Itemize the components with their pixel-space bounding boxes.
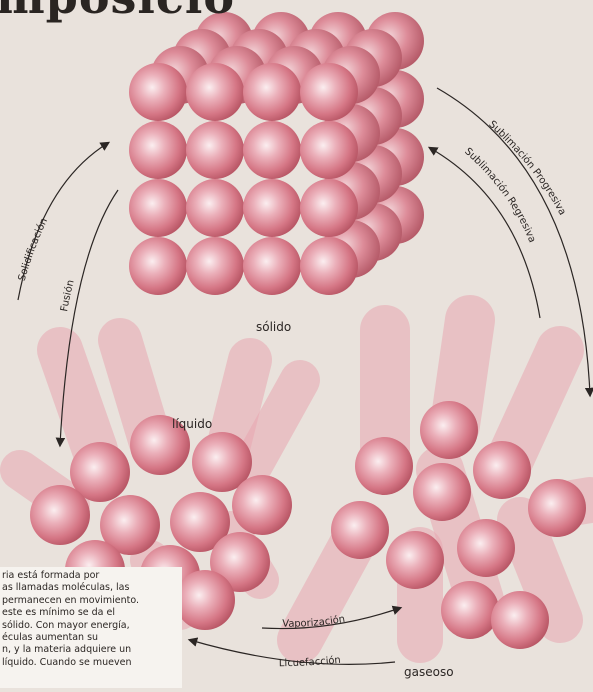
label-sublimation-progressive: Sublimación Progresiva — [486, 119, 567, 217]
paragraph-line: éculas aumentan su — [2, 632, 182, 644]
gas-molecule — [457, 519, 515, 577]
gas-molecule — [441, 581, 499, 639]
arrow-solidification — [18, 143, 108, 300]
page-heading: mposicio — [0, 0, 235, 24]
solid-molecule — [186, 63, 244, 121]
description-paragraph: ria está formada por as llamadas molécul… — [0, 567, 182, 688]
solid-molecule — [300, 63, 358, 121]
solid-molecule — [129, 179, 187, 237]
solid-lattice — [129, 12, 424, 295]
liquid-molecule — [232, 475, 292, 535]
solid-molecule — [186, 237, 244, 295]
paragraph-line: líquido. Cuando se mueven — [2, 657, 182, 669]
label-solidification: Solidificación — [17, 216, 50, 282]
paragraph-line: sólido. Con mayor energía, — [2, 620, 182, 632]
liquid-motion-trail — [60, 350, 95, 450]
gas-molecule — [473, 441, 531, 499]
gas-molecule — [355, 437, 413, 495]
gas-molecule — [331, 501, 389, 559]
label-fusion: Fusión — [59, 279, 77, 313]
solid-molecule — [129, 121, 187, 179]
paragraph-line: ria está formada por — [2, 570, 182, 582]
liquid-molecule — [30, 485, 90, 545]
solid-molecule — [129, 237, 187, 295]
paragraph-line: permanecen en movimiento. — [2, 595, 182, 607]
gas-molecule — [386, 531, 444, 589]
solid-molecule — [186, 179, 244, 237]
liquid-molecule — [175, 570, 235, 630]
solid-molecule — [300, 179, 358, 237]
solid-molecule — [243, 237, 301, 295]
paragraph-line: este es mínimo se da el — [2, 607, 182, 619]
solid-molecule — [300, 121, 358, 179]
gas-molecule — [491, 591, 549, 649]
solid-molecule — [186, 121, 244, 179]
solid-molecule — [243, 179, 301, 237]
state-label-gas: gaseoso — [404, 665, 454, 679]
gas-molecule — [420, 401, 478, 459]
solid-molecule — [243, 63, 301, 121]
gas-molecule — [413, 463, 471, 521]
state-label-liquid: líquido — [172, 417, 212, 431]
solid-molecule — [129, 63, 187, 121]
gas-molecule — [528, 479, 586, 537]
gas-molecules — [300, 320, 590, 649]
paragraph-line: as llamadas moléculas, las — [2, 582, 182, 594]
solid-molecule — [300, 237, 358, 295]
state-label-solid: sólido — [256, 320, 291, 334]
solid-molecule — [243, 121, 301, 179]
paragraph-line: n, y la materia adquiere un — [2, 644, 182, 656]
